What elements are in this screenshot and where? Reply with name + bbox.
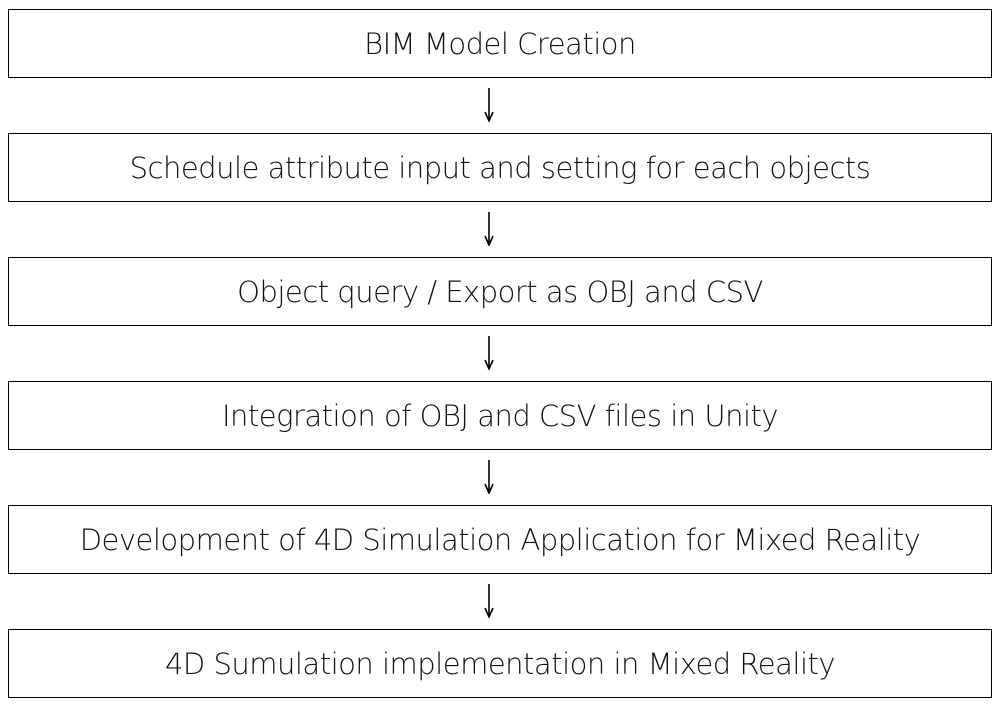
- arrow-down-icon: [484, 336, 494, 370]
- flow-step-label: Integration of OBJ and CSV files in Unit…: [221, 398, 779, 433]
- arrow-down-icon: [484, 212, 494, 246]
- arrow-down-icon: [484, 460, 494, 494]
- flow-step-4: Integration of OBJ and CSV files in Unit…: [8, 381, 992, 450]
- flow-step-label: Object query / Export as OBJ and CSV: [237, 274, 763, 309]
- arrow-down-icon: [484, 584, 494, 618]
- arrow-down-icon: [484, 88, 494, 122]
- flow-step-label: Schedule attribute input and setting for…: [129, 150, 871, 185]
- flow-step-5: Development of 4D Simulation Application…: [8, 505, 992, 574]
- flow-step-3: Object query / Export as OBJ and CSV: [8, 257, 992, 326]
- flow-step-label: 4D Sumulation implementation in Mixed Re…: [164, 646, 836, 681]
- flow-step-2: Schedule attribute input and setting for…: [8, 133, 992, 202]
- flow-step-6: 4D Sumulation implementation in Mixed Re…: [8, 629, 992, 698]
- flow-step-1: BIM Model Creation: [8, 9, 992, 78]
- flow-step-label: Development of 4D Simulation Application…: [79, 522, 921, 557]
- flow-step-label: BIM Model Creation: [364, 26, 636, 61]
